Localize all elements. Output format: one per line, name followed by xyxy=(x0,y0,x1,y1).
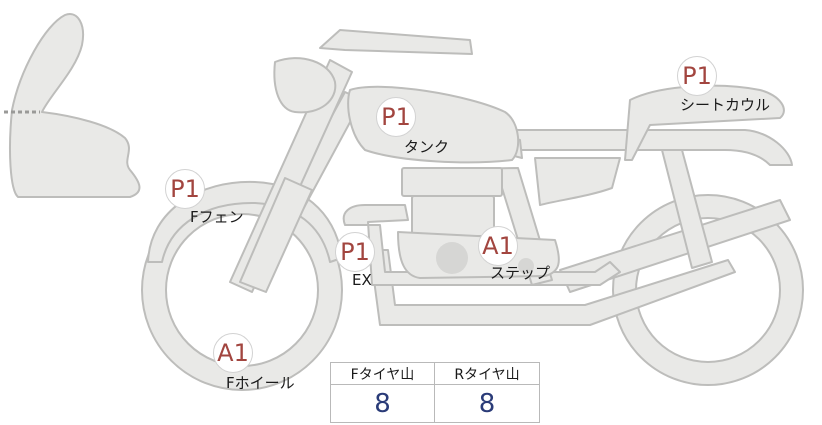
seat-cowl-label: シートカウル xyxy=(680,96,771,114)
tank-marker: P1 xyxy=(376,97,416,137)
front-wheel-marker: A1 xyxy=(213,333,253,373)
fork-lower xyxy=(239,177,313,293)
rear-frame xyxy=(504,129,793,166)
rear-tire-value: 8 xyxy=(478,388,496,419)
tank-label: タンク xyxy=(404,138,450,156)
headlight-shape xyxy=(273,57,337,114)
exhaust-pipe-lower xyxy=(369,249,736,326)
exhaust-label: EX xyxy=(352,271,372,289)
exhaust-pipe-upper xyxy=(342,204,621,286)
tire-tread-table: Fタイヤ山 Rタイヤ山 8 8 xyxy=(330,362,540,423)
seat-shape xyxy=(624,84,785,161)
front-fender-label: Fフェン xyxy=(190,208,244,226)
seat-cowl-marker: P1 xyxy=(677,56,717,96)
front-tire-value: 8 xyxy=(331,385,435,422)
step-peg-dot xyxy=(518,258,534,274)
engine-cylinder xyxy=(411,195,495,237)
step-marker: A1 xyxy=(478,226,518,266)
step-label: ステップ xyxy=(490,264,551,282)
rear-tire-header: Rタイヤ山 xyxy=(435,363,539,385)
front-tire-header: Fタイヤ山 xyxy=(331,363,435,385)
engine-head xyxy=(401,167,503,197)
side-cover xyxy=(534,157,621,206)
fairing-shape xyxy=(9,13,141,198)
exhaust-marker: P1 xyxy=(335,232,375,272)
front-fender-marker: P1 xyxy=(165,169,205,209)
engine-cover-dot xyxy=(436,242,468,274)
front-wheel-label: Fホイール xyxy=(226,374,295,392)
handlebar xyxy=(319,29,473,55)
